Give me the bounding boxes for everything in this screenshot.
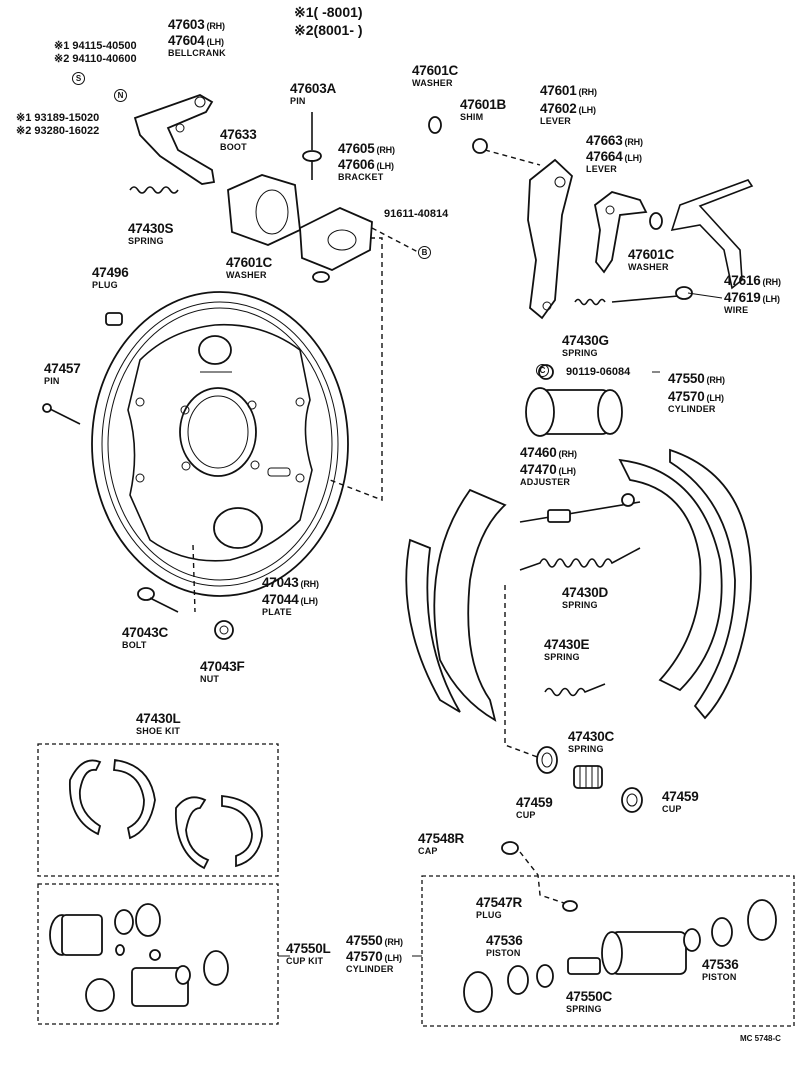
- washer-47601c-top-drawing: [428, 116, 442, 134]
- parking-brake-wire-bracket-drawing: [670, 179, 754, 290]
- label-47550-top: 47550(RH): [668, 371, 725, 386]
- dash-leader-plate: [192, 544, 196, 613]
- label-47044: 47044(LH)PLATE: [262, 592, 318, 617]
- cup-47459-left-drawing: [536, 746, 558, 774]
- label-47663: 47663(RH): [586, 133, 643, 148]
- label-47470: 47470(LH)ADJUSTER: [520, 462, 576, 487]
- cup-kit-box: [37, 883, 279, 1025]
- cylinder-bottom-drawing: [463, 841, 777, 1013]
- label-47601: 47601(RH): [540, 83, 597, 98]
- shoe-kit-box: [37, 743, 279, 877]
- dash-leader-cap: [519, 851, 571, 906]
- s-circle-marker: S: [72, 72, 85, 85]
- note-screw-alt: ※1 93189-15020※2 93280-16022: [16, 112, 100, 137]
- spring-47430c-drawing: [573, 765, 603, 789]
- cup-47459-right-drawing: [621, 787, 643, 813]
- bracket-drawing: [299, 207, 373, 271]
- cup-kit-parts-drawing: [49, 903, 229, 1012]
- dash-leader-bracket: [329, 237, 383, 502]
- brake-shoe-right-drawing: [618, 448, 752, 720]
- note-part-c: 90119-06084: [566, 366, 631, 378]
- note-bellcrank-alt: ※1 94115-40500※2 94110-40600: [54, 40, 137, 65]
- cylinder-box: [421, 875, 795, 1027]
- label-47460: 47460(RH): [520, 445, 577, 460]
- label-47664: 47664(LH)LEVER: [586, 149, 642, 174]
- note-bolt-b: 91611-40814: [384, 208, 449, 220]
- bolt-47043c-drawing: [137, 587, 179, 613]
- wire-leader: [687, 292, 723, 299]
- bellcrank-drawing: [133, 94, 216, 185]
- washer-47601c-mid-drawing: [312, 271, 330, 283]
- boot-47633-drawing: [227, 174, 301, 246]
- nut-47043f-drawing: [214, 620, 234, 640]
- pin-47603a-drawing: [302, 112, 322, 180]
- backing-plate-drawing: [91, 291, 349, 597]
- label-47604: 47604(LH)BELLCRANK: [168, 33, 226, 58]
- brake-shoe-left-drawing: [405, 488, 507, 722]
- dash-leader-cup: [504, 585, 541, 759]
- shoe-kit-shoes-drawing: [69, 758, 263, 870]
- label-47616: 47616(RH): [724, 273, 781, 288]
- adjuster-drawing: [519, 493, 641, 523]
- c-circle-marker: C: [536, 364, 549, 377]
- n-circle-marker: N: [114, 89, 127, 102]
- label-47570-top: 47570(LH)CYLINDER: [668, 389, 724, 414]
- header-note-1: ※1( -8001): [294, 4, 363, 20]
- label-47606: 47606(LH)BRACKET: [338, 157, 394, 182]
- lever-47663-drawing: [594, 191, 648, 274]
- wire-47616-drawing: [574, 286, 693, 306]
- spring-47430d-drawing: [519, 547, 641, 571]
- label-47619: 47619(LH)WIRE: [724, 290, 780, 315]
- spring-47430s-drawing: [129, 186, 179, 194]
- plug-47496-drawing: [105, 312, 123, 326]
- header-note-2: ※2(8001- ): [294, 22, 363, 38]
- dash-leader-b: [371, 227, 419, 253]
- shim-47601b-drawing: [472, 138, 488, 154]
- label-47602: 47602(LH)LEVER: [540, 101, 596, 126]
- label-47603: 47603(RH): [168, 17, 225, 32]
- label-47570-bot: 47570(LH)CYLINDER: [346, 949, 402, 974]
- figure-code: MC 5748-C: [740, 1034, 781, 1043]
- washer-47601c-right-drawing: [649, 212, 663, 230]
- label-47550-bot: 47550(RH): [346, 933, 403, 948]
- lever-47601-drawing: [527, 158, 574, 320]
- dash-leader-shim: [484, 149, 541, 166]
- spring-47430e-drawing: [544, 683, 606, 697]
- b-circle-marker: B: [418, 246, 431, 259]
- label-47605: 47605(RH): [338, 141, 395, 156]
- label-47043: 47043(RH): [262, 575, 319, 590]
- pin-47457-drawing: [42, 403, 81, 425]
